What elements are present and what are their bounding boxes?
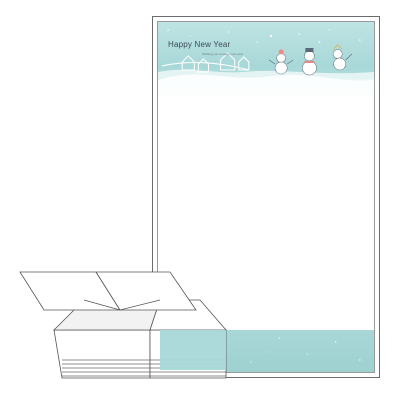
letter-sheet-inner-border: Happy New Year Wishing you a happy new y… — [157, 21, 375, 373]
header-subtitle: Wishing you a happy new year — [202, 52, 243, 56]
header-title: Happy New Year — [168, 40, 231, 49]
letter-header-illustration: Happy New Year Wishing you a happy new y… — [158, 22, 374, 96]
snowman-illustration — [302, 48, 317, 76]
folded-sheet-top — [19, 271, 197, 311]
winter-scene-illustration — [158, 29, 374, 96]
